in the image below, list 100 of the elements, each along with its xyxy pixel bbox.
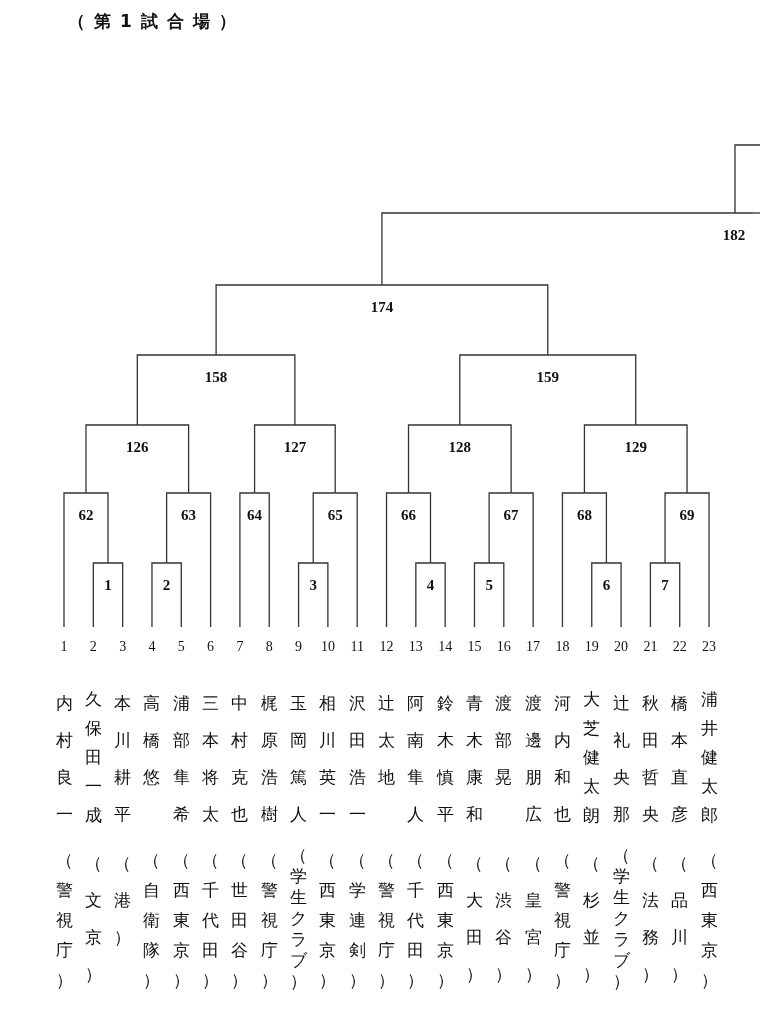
team-name: （警視庁） bbox=[552, 849, 572, 992]
team-name: （文京） bbox=[83, 852, 103, 986]
bracket-line bbox=[215, 354, 296, 426]
bracket-line bbox=[92, 562, 109, 628]
entry-number: 22 bbox=[671, 639, 688, 655]
team-name: （港） bbox=[113, 852, 133, 949]
team-name: （千代田） bbox=[406, 849, 426, 992]
match-number: 2 bbox=[161, 576, 172, 594]
player-name: 渡部晃 bbox=[494, 692, 514, 789]
entry-number: 10 bbox=[319, 639, 336, 655]
bracket-line bbox=[253, 492, 270, 628]
bracket-line bbox=[488, 492, 512, 564]
bracket-line bbox=[561, 492, 586, 628]
bracket-line bbox=[429, 562, 446, 628]
bracket-line bbox=[381, 212, 716, 286]
match-number: 174 bbox=[369, 298, 395, 316]
team-name: （渋谷） bbox=[494, 852, 514, 986]
team-name: （西東京） bbox=[318, 849, 338, 992]
entry-number: 14 bbox=[437, 639, 454, 655]
match-number: 65 bbox=[326, 506, 344, 524]
match-number: 1 bbox=[103, 576, 113, 594]
entry-number: 4 bbox=[147, 639, 157, 655]
entry-number: 15 bbox=[466, 639, 483, 655]
entry-number: 9 bbox=[294, 639, 304, 655]
bracket-line bbox=[297, 562, 314, 628]
player-name: 玉岡篤人 bbox=[289, 692, 309, 826]
entry-number: 8 bbox=[264, 639, 274, 655]
bracket-line bbox=[510, 492, 534, 628]
bracket-line bbox=[459, 354, 549, 426]
bracket-line bbox=[583, 492, 608, 564]
team-name: （大田） bbox=[464, 852, 484, 986]
player-name: 辻礼央那 bbox=[611, 692, 631, 826]
bracket-line bbox=[136, 424, 190, 494]
bracket-line bbox=[385, 492, 410, 628]
entry-number: 18 bbox=[554, 639, 571, 655]
bracket-line bbox=[165, 562, 182, 628]
player-name: 河内和也 bbox=[552, 692, 572, 826]
bracket-line bbox=[664, 492, 688, 564]
bracket-line bbox=[136, 354, 217, 426]
team-name: （杉並） bbox=[582, 852, 602, 986]
match-number: 127 bbox=[282, 438, 308, 456]
entry-number: 23 bbox=[701, 639, 718, 655]
entry-number: 7 bbox=[235, 639, 245, 655]
player-name: 中村克也 bbox=[230, 692, 250, 826]
player-name: 青木康和 bbox=[464, 692, 484, 826]
match-number: 128 bbox=[447, 438, 473, 456]
team-name: （法務） bbox=[640, 852, 660, 986]
player-name: 秋田哲央 bbox=[640, 692, 660, 826]
team-name: （西東京） bbox=[699, 849, 719, 992]
entry-number: 19 bbox=[583, 639, 600, 655]
team-name: （世田谷） bbox=[230, 849, 250, 992]
bracket-line bbox=[312, 562, 329, 628]
player-name: 渡邊朋広 bbox=[523, 692, 543, 826]
match-number: 5 bbox=[484, 576, 494, 594]
page-title: （第1試合場） bbox=[68, 10, 245, 33]
bracket-line bbox=[605, 562, 622, 628]
bracket-line bbox=[407, 424, 461, 494]
bracket-line bbox=[649, 562, 666, 628]
player-name: 橋本直彦 bbox=[670, 692, 690, 826]
bracket-line bbox=[664, 562, 681, 628]
match-number: 69 bbox=[678, 506, 696, 524]
team-name: （学生クラブ） bbox=[611, 845, 631, 993]
player-name: 沢田浩一 bbox=[347, 692, 367, 826]
team-name: （警視庁） bbox=[54, 849, 74, 992]
bracket-line bbox=[415, 562, 432, 628]
team-name: （西東京） bbox=[171, 849, 191, 992]
match-number: 64 bbox=[246, 506, 264, 524]
entry-number: 16 bbox=[495, 639, 512, 655]
bracket-line bbox=[85, 492, 109, 564]
team-name: （自衛隊） bbox=[142, 849, 162, 992]
bracket-line bbox=[473, 562, 490, 628]
player-name: 阿南隼人 bbox=[406, 692, 426, 826]
entry-number: 17 bbox=[525, 639, 542, 655]
team-name: （警視庁） bbox=[377, 849, 396, 992]
entry-number: 1 bbox=[59, 639, 69, 655]
match-number: 158 bbox=[203, 368, 229, 386]
bracket-line bbox=[165, 492, 190, 564]
team-name: （千代田） bbox=[201, 849, 221, 992]
entry-number: 6 bbox=[206, 639, 216, 655]
bracket-line bbox=[547, 354, 637, 426]
bracket-line bbox=[107, 562, 124, 628]
player-name: 本川耕平 bbox=[113, 692, 133, 826]
match-number: 182 bbox=[721, 226, 747, 244]
player-name: 浦部隼希 bbox=[171, 692, 191, 826]
match-number: 4 bbox=[425, 576, 436, 594]
player-name: 久保田一成 bbox=[83, 688, 103, 827]
match-number: 63 bbox=[180, 506, 198, 524]
bracket-line bbox=[294, 424, 336, 494]
entry-number: 2 bbox=[88, 639, 98, 655]
match-number: 62 bbox=[77, 506, 95, 524]
bracket-line bbox=[635, 424, 688, 494]
match-number: 67 bbox=[502, 506, 520, 524]
entry-number: 12 bbox=[378, 639, 395, 655]
player-name: 相川英一 bbox=[318, 692, 338, 826]
team-name: （皇宮） bbox=[523, 852, 543, 986]
match-number: 159 bbox=[535, 368, 560, 386]
bracket-line bbox=[253, 424, 296, 494]
bracket-line bbox=[591, 562, 608, 628]
player-name: 高橋悠 bbox=[142, 692, 162, 789]
bracket-line bbox=[239, 492, 256, 628]
